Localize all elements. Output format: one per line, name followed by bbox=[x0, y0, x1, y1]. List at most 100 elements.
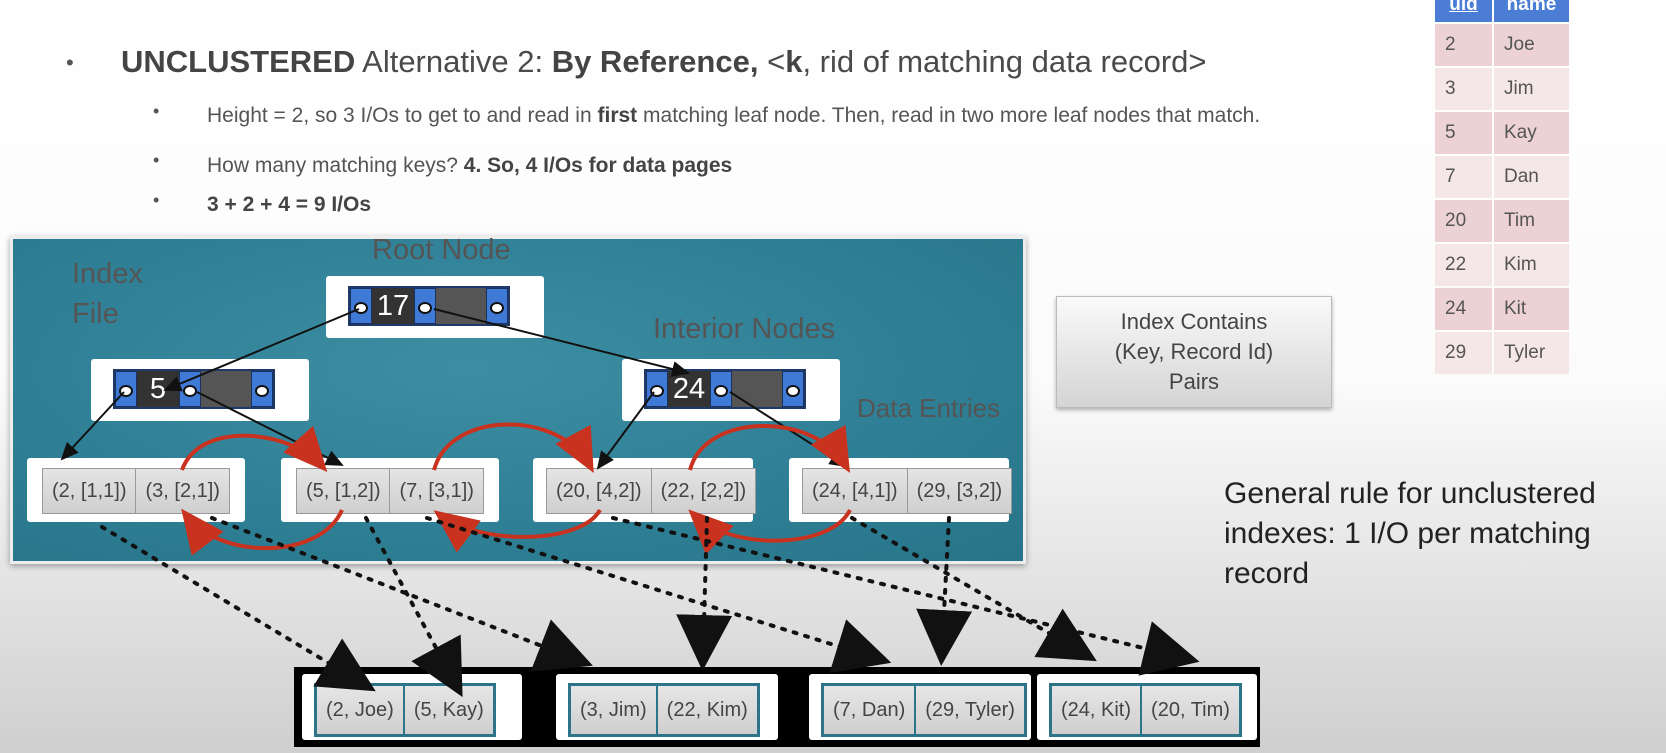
table-cell: 5 bbox=[1435, 112, 1492, 154]
interior-node-5: 5 bbox=[91, 359, 309, 421]
general-rule-text: General rule for unclustered indexes: 1 … bbox=[1224, 477, 1596, 590]
bullet-dot: • bbox=[153, 101, 160, 121]
data-record: (24, Kit) bbox=[1052, 686, 1141, 734]
data-page-3: (7, Dan) (29, Tyler) bbox=[809, 674, 1031, 740]
bullet-dot: • bbox=[66, 50, 74, 75]
pointer-icon bbox=[710, 371, 732, 407]
root-key: 17 bbox=[372, 288, 414, 324]
interior-node-bar: 5 bbox=[113, 369, 275, 409]
data-page-records: (3, Jim) (22, Kim) bbox=[568, 683, 760, 737]
sub-bullet-1: Height = 2, so 3 I/Os to get to and read… bbox=[207, 104, 1260, 128]
sub-bullet-1-bold: first bbox=[597, 104, 638, 127]
data-page-4: (24, Kit) (20, Tim) bbox=[1037, 674, 1257, 740]
data-page-1: (2, Joe) (5, Kay) bbox=[302, 674, 522, 740]
data-entry: (24, [4,1]) bbox=[803, 469, 908, 513]
sub-bullet-3: 3 + 2 + 4 = 9 I/Os bbox=[207, 193, 371, 217]
data-record: (5, Kay) bbox=[404, 686, 493, 734]
table-cell: 24 bbox=[1435, 288, 1492, 330]
data-record: (29, Tyler) bbox=[916, 686, 1024, 734]
table-cell: 3 bbox=[1435, 68, 1492, 110]
pointer-icon bbox=[350, 288, 372, 324]
leaf-node-3: (20, [4,2]) (22, [2,2]) bbox=[533, 458, 757, 522]
data-record: (3, Jim) bbox=[571, 686, 656, 734]
data-entry: (22, [2,2]) bbox=[651, 469, 756, 513]
data-page-records: (2, Joe) (5, Kay) bbox=[314, 683, 496, 737]
column-header-uid: uid bbox=[1435, 0, 1492, 22]
table-cell: Kay bbox=[1494, 112, 1569, 154]
table-cell: Dan bbox=[1494, 156, 1569, 198]
sub-bullet-1-post: matching leaf node. Then, read in two mo… bbox=[637, 104, 1261, 127]
data-record: (22, Kim) bbox=[657, 686, 757, 734]
pointer-icon bbox=[115, 371, 137, 407]
root-node-bar: 17 bbox=[348, 286, 510, 326]
main-bullet-middle: Alternative 2: bbox=[355, 44, 552, 79]
table-cell: Tyler bbox=[1494, 332, 1569, 374]
bullet-dot: • bbox=[153, 190, 160, 210]
pointer-icon bbox=[251, 371, 273, 407]
data-entries-label: Data Entries bbox=[857, 393, 1001, 423]
leaf-entries: (5, [1,2]) (7, [3,1]) bbox=[296, 468, 484, 514]
leaf-entries: (20, [4,2]) (22, [2,2]) bbox=[546, 468, 757, 514]
table-cell: Jim bbox=[1494, 68, 1569, 110]
main-bullet-bold-prefix: UNCLUSTERED bbox=[121, 44, 356, 79]
sub-bullet-2-pre: How many matching keys? bbox=[207, 154, 464, 177]
data-page-records: (24, Kit) (20, Tim) bbox=[1049, 683, 1242, 737]
table-cell: Kim bbox=[1494, 244, 1569, 286]
sub-bullet-2: How many matching keys? 4. So, 4 I/Os fo… bbox=[207, 154, 732, 178]
empty-key-slot bbox=[201, 371, 251, 407]
sub-bullet-3-bold: 3 + 2 + 4 = 9 I/Os bbox=[207, 193, 372, 216]
data-entry: (2, [1,1]) bbox=[43, 469, 137, 513]
pointer-icon bbox=[486, 288, 508, 324]
main-bullet-bold-k: k bbox=[785, 44, 803, 79]
table-cell: Kit bbox=[1494, 288, 1569, 330]
table-cell: 2 bbox=[1435, 24, 1492, 66]
interior-key-24: 24 bbox=[668, 371, 710, 407]
table-cell: 7 bbox=[1435, 156, 1492, 198]
main-bullet-bold-mid: By Reference, bbox=[551, 44, 759, 79]
table-header-row: uid name bbox=[1435, 0, 1569, 22]
leaf-node-1: (2, [1,1]) (3, [2,1]) bbox=[27, 458, 245, 522]
data-record: (7, Dan) bbox=[824, 686, 915, 734]
index-file-label: Index File bbox=[72, 258, 143, 330]
data-entry: (3, [2,1]) bbox=[136, 469, 229, 513]
data-entry: (20, [4,2]) bbox=[547, 469, 652, 513]
data-page-2: (3, Jim) (22, Kim) bbox=[556, 674, 778, 740]
sub-bullet-2-bold: 4. So, 4 I/Os for data pages bbox=[463, 154, 733, 177]
data-page-records: (7, Dan) (29, Tyler) bbox=[821, 683, 1027, 737]
column-header-name: name bbox=[1494, 0, 1569, 22]
interior-node-bar: 24 bbox=[644, 369, 806, 409]
data-entry: (7, [3,1]) bbox=[390, 469, 483, 513]
interior-nodes-label: Interior Nodes bbox=[653, 313, 836, 345]
info-box-text: Index Contains (Key, Record Id) Pairs bbox=[1114, 309, 1274, 394]
data-record: (2, Joe) bbox=[317, 686, 403, 734]
data-record: (20, Tim) bbox=[1142, 686, 1239, 734]
interior-key-5: 5 bbox=[137, 371, 179, 407]
pointer-icon bbox=[414, 288, 436, 324]
table-cell: 29 bbox=[1435, 332, 1492, 374]
leaf-entries: (24, [4,1]) (29, [3,2]) bbox=[802, 468, 1013, 514]
table-cell: 20 bbox=[1435, 200, 1492, 242]
table-cell: 22 bbox=[1435, 244, 1492, 286]
leaf-node-2: (5, [1,2]) (7, [3,1]) bbox=[281, 458, 499, 522]
leaf-entries: (2, [1,1]) (3, [2,1]) bbox=[42, 468, 230, 514]
main-bullet-tail: , rid of matching data record> bbox=[802, 44, 1207, 79]
empty-key-slot bbox=[436, 288, 486, 324]
main-bullet-tail-pre: < bbox=[758, 44, 786, 79]
pointer-icon bbox=[646, 371, 668, 407]
interior-node-24: 24 bbox=[622, 359, 840, 421]
table-cell: Tim bbox=[1494, 200, 1569, 242]
data-entry: (29, [3,2]) bbox=[907, 469, 1012, 513]
table-cell: Joe bbox=[1494, 24, 1569, 66]
pointer-icon bbox=[179, 371, 201, 407]
sub-bullet-1-pre: Height = 2, so 3 I/Os to get to and read… bbox=[207, 104, 598, 127]
root-node-label: Root Node bbox=[372, 234, 511, 266]
pointer-icon bbox=[782, 371, 804, 407]
leaf-node-4: (24, [4,1]) (29, [3,2]) bbox=[789, 458, 1013, 522]
